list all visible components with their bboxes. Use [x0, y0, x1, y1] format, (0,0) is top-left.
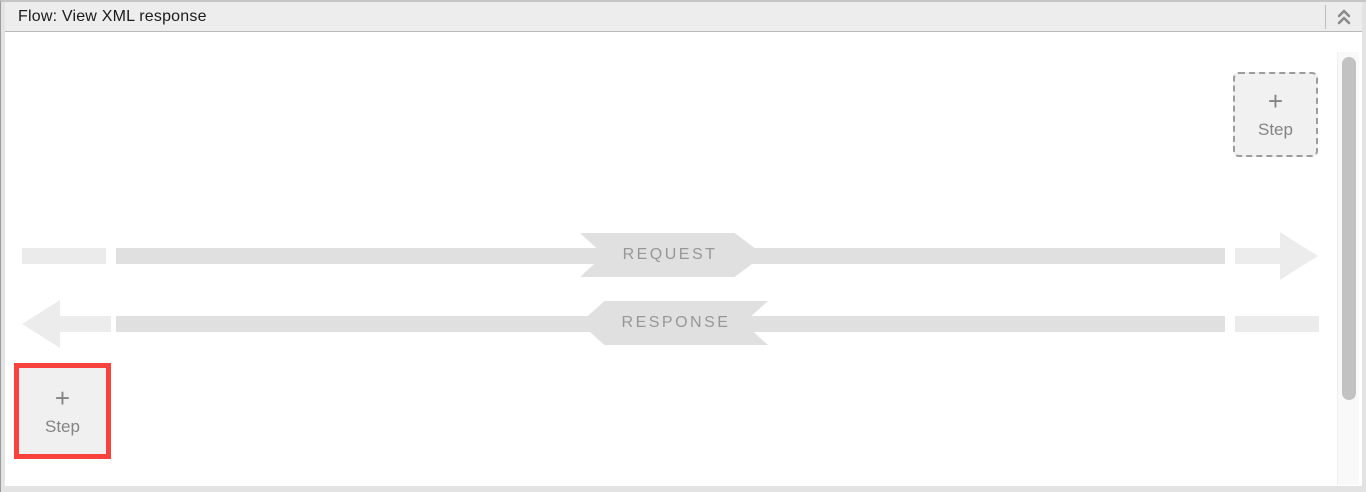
vertical-scrollbar-thumb[interactable]	[1342, 57, 1356, 400]
panel-title: Flow: View XML response	[18, 7, 207, 25]
arrow-right-icon	[1280, 232, 1318, 280]
plus-icon: +	[54, 382, 71, 413]
vertical-scrollbar-track[interactable]	[1337, 52, 1359, 485]
collapse-panel-button[interactable]	[1326, 2, 1362, 31]
response-line-start-stub	[1235, 316, 1319, 332]
add-step-button-bottom[interactable]: + Step	[19, 368, 106, 454]
flow-panel: Flow: View XML response + Step	[5, 2, 1362, 486]
plus-icon: +	[1267, 86, 1284, 116]
chevron-double-up-icon	[1336, 8, 1352, 26]
response-arrow-shaft	[55, 316, 111, 332]
add-step-label: Step	[45, 416, 80, 436]
request-banner: REQUEST	[580, 233, 764, 277]
flow-canvas: + Step REQUEST RESPONSE +	[5, 32, 1362, 485]
request-arrow-shaft	[1235, 248, 1287, 264]
response-banner: RESPONSE	[580, 301, 768, 345]
header-divider	[1325, 4, 1326, 29]
add-step-highlight-frame: + Step	[14, 363, 111, 459]
add-step-label: Step	[1258, 120, 1293, 139]
panel-header: Flow: View XML response	[5, 2, 1362, 32]
header-controls	[1325, 2, 1362, 31]
request-label: REQUEST	[622, 246, 718, 263]
response-label: RESPONSE	[621, 314, 731, 331]
add-step-button-top[interactable]: + Step	[1233, 72, 1318, 157]
request-line-start-stub	[22, 248, 106, 264]
